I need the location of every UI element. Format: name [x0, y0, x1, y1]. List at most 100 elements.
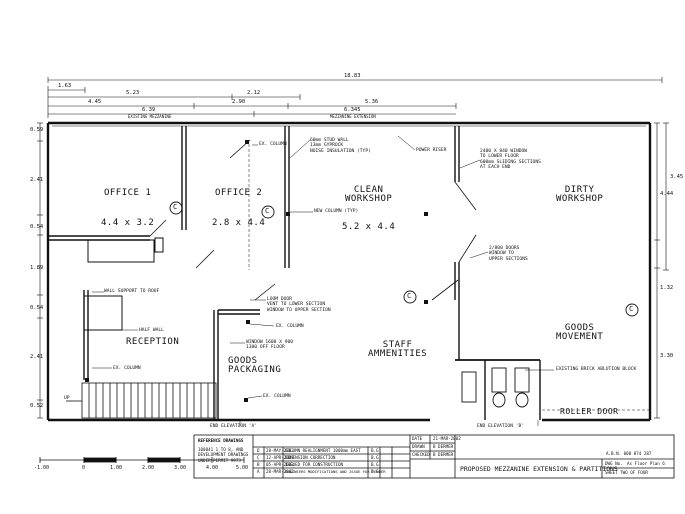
dim-left-7: 0.52	[30, 403, 44, 409]
stair	[66, 382, 217, 419]
room-clean-workshop: CLEAN WORKSHOP 5.2 x 4.4	[342, 168, 395, 241]
note-window-1600: WINDOW 1600 X 900 1300 OFF FLOOR	[246, 340, 294, 351]
tb-rev-by: B.G.	[371, 448, 382, 453]
dim-right-3-30: 3.30	[660, 353, 674, 359]
note-end-elevation-a: END ELEVATION 'A'	[210, 424, 258, 429]
reception-counter	[83, 295, 123, 345]
room-office-1-name: OFFICE 1	[103, 188, 152, 198]
scale-label-5: 5.00	[236, 465, 249, 471]
scale-label-2: 2.00	[142, 465, 155, 471]
dim-right-3-45: 3.45	[670, 174, 684, 180]
note-ex-column-2: EX. COLUMN	[113, 366, 141, 371]
room-goods-movement: GOODS MOVEMENT	[556, 323, 604, 342]
tb-rev-by: B.G.	[371, 455, 382, 460]
tb-rev-desc: DIMENSION CORRECTION	[285, 455, 336, 460]
note-new-column: NEW COLUMN (TYP)	[314, 209, 359, 214]
dim-left-6: 2.41	[30, 354, 44, 360]
scale-label-1: 1.00	[110, 465, 123, 471]
top-dimension-lines	[47, 77, 663, 118]
tb-rev-desc: ENGINEERS MODIFICATIONS AND ISSUE FOR TE…	[285, 469, 386, 474]
note-ex-column-4: EX. COLUMN	[263, 394, 291, 399]
columns	[85, 140, 428, 402]
tb-rev-date: 28-MAY-2002	[266, 448, 294, 453]
tb-rev-desc: ISSUED FOR CONSTRUCTION	[285, 462, 343, 467]
dim-4-45: 4.45	[88, 99, 102, 105]
note-doors-2x800: 2/800 DOORS WINDOW TO UPPER SECTIONS	[489, 246, 528, 262]
dim-6-345: 6.345	[344, 107, 361, 113]
note-ex-column-1: EX. COLUMN	[259, 142, 287, 147]
dim-right-1-32: 1.32	[660, 285, 674, 291]
scale-label-0: 0	[82, 465, 86, 471]
scale-label-neg1: -1.00	[34, 465, 50, 471]
dim-right-4-44: 4.44	[660, 191, 674, 197]
dim-2-12: 2.12	[247, 90, 261, 96]
desk-office-1	[87, 237, 164, 263]
dim-left-3: 0.54	[30, 224, 44, 230]
circle-symbol-1: C	[173, 203, 178, 211]
note-ex-column-3: EX. COLUMN	[276, 324, 304, 329]
dim-6-39: 6.39	[142, 107, 156, 113]
tb-date-label: DATE	[412, 436, 423, 441]
dim-left-2: 2.41	[30, 177, 44, 183]
label-existing-mezzanine: EXISTING MEZZANINE	[128, 114, 172, 119]
outer-walls	[46, 121, 652, 422]
dim-left-4: 1.89	[30, 265, 44, 271]
tb-checked-label: CHECKED	[412, 452, 430, 457]
note-window-lower: 2400 X 840 WINDOW TO LOWER FLOOR 600mm S…	[480, 149, 541, 170]
tb-rev-date: 12-APR-2002	[266, 455, 294, 460]
tb-date-value: 21-MAR-2002	[433, 436, 461, 441]
tb-reference-header: REFERENCE DRAWINGS	[198, 438, 244, 443]
note-power-riser: POWER RISER	[416, 148, 447, 153]
scale-label-3: 3.00	[174, 465, 187, 471]
circle-symbols	[169, 201, 639, 317]
tb-rev-date: 28-MAR-2002	[266, 469, 294, 474]
tb-drawn-value: B DERMER	[433, 444, 454, 449]
note-end-elevation-b: END ELEVATION 'B'	[477, 424, 525, 429]
tb-rev-desc: COLUMN REALIGNMENT 1000mm EAST	[285, 448, 361, 453]
room-clean-workshop-name: CLEAN WORKSHOP	[344, 185, 393, 204]
tb-rev-code: A	[257, 469, 260, 474]
tb-rev-by: B.G.	[371, 462, 382, 467]
tb-dwg-no-label: DWG No.	[605, 461, 623, 466]
dim-2-90: 2.90	[232, 99, 246, 105]
ablution-fixtures	[461, 367, 530, 408]
tb-sheet-text: SHEET TWO OF FOUR	[605, 470, 648, 475]
room-dirty-workshop: DIRTY WORKSHOP	[556, 185, 604, 204]
tb-rev-code: C	[257, 455, 260, 460]
circle-symbol-4: C	[629, 305, 634, 313]
note-louvre-door: LOOM DOOR VENT TO LOWER SECTION WINDOW T…	[267, 297, 331, 313]
dim-1-63: 1.63	[58, 83, 72, 89]
dim-left-1: 0.59	[30, 127, 44, 133]
note-ablution-block: EXISTING BRICK ABLUTION BLOCK	[556, 367, 637, 372]
tb-rev-by: B.G.	[371, 469, 382, 474]
tb-drawn-label: DRAWN	[412, 444, 425, 449]
scale-bar	[39, 457, 245, 463]
leader-lines	[92, 135, 554, 426]
room-reception: RECEPTION	[126, 337, 180, 347]
circle-symbol-2: C	[265, 207, 270, 215]
tb-dwg-no: As Floor Plan 6	[627, 461, 665, 466]
tb-rev-code: B	[257, 462, 260, 467]
tb-abn: A.B.N. 000 874 287	[606, 451, 652, 456]
label-mezzanine-extension: MEZZANINE EXTENSION	[330, 114, 376, 119]
roller-door-label: ROLLER DOOR	[560, 407, 619, 416]
door-swings	[149, 139, 477, 301]
dim-left-5: 0.54	[30, 305, 44, 311]
note-stud-wall: 60mm STUD WALL 13mm GYPROCK NOISE INSULA…	[310, 138, 371, 154]
room-office-2-name: OFFICE 2	[214, 188, 263, 198]
tb-checked-value: B DERMER	[433, 452, 454, 457]
room-office-1-size: 4.4 x 3.2	[101, 218, 155, 228]
room-staff-amenities: STAFF AMMENITIES	[368, 340, 428, 359]
dim-5-36: 5.36	[365, 99, 379, 105]
dim-5-23: 5.23	[126, 90, 140, 96]
tb-reference-text: 100041 1 TO 8, AND DEVELOPMENT DRAWINGS …	[198, 447, 249, 463]
title-block-frame	[193, 434, 675, 479]
room-office-2-size: 2.8 x 4.4	[212, 218, 266, 228]
tb-rev-code: D	[257, 448, 260, 453]
tb-rev-date: 05-APR-2002	[266, 462, 294, 467]
note-up: UP	[64, 396, 70, 401]
side-dimension-lines	[37, 122, 669, 419]
tb-drawing-title: PROPOSED MEZZANINE EXTENSION & PARTITION…	[460, 465, 618, 473]
